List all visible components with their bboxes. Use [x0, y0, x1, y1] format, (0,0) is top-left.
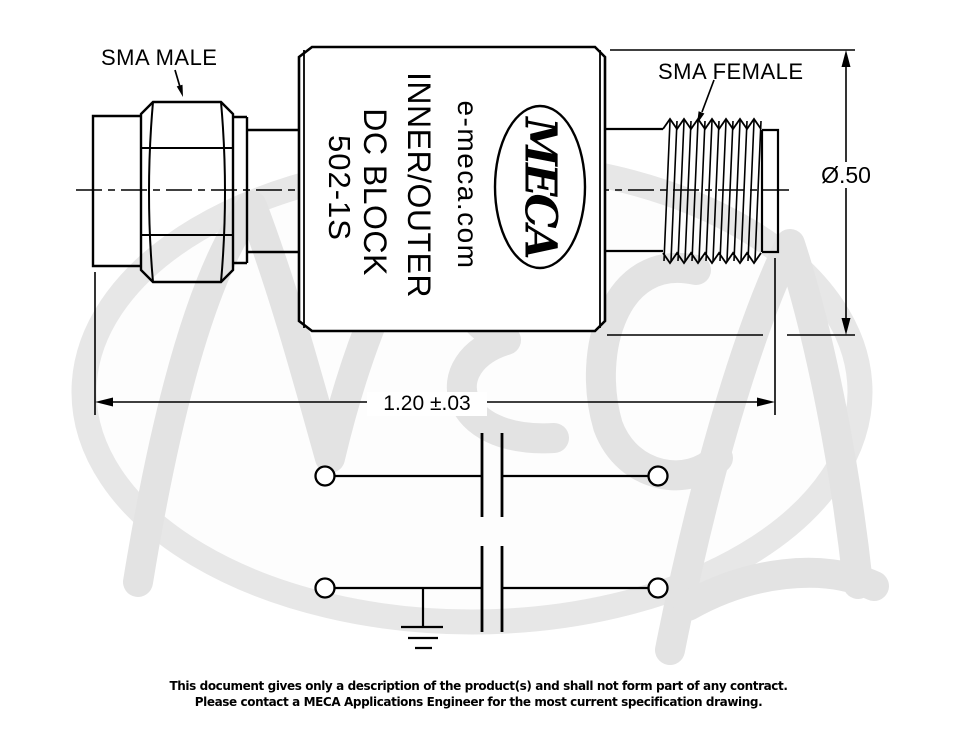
dc-block-schematic	[314, 433, 669, 650]
disclaimer-line1: This document gives only a description o…	[169, 679, 788, 693]
disclaimer: This document gives only a description o…	[0, 678, 957, 710]
diameter-dimension: Ø.50	[806, 162, 886, 188]
terminal-bottom-left	[314, 577, 336, 599]
marking-model-number: 502-1S	[322, 135, 357, 241]
marking-website: e-meca.com	[452, 100, 483, 270]
length-dimension: 1.20 ±.03	[367, 392, 487, 416]
terminal-top-left	[314, 465, 336, 487]
meca-logo-oval	[493, 104, 587, 270]
thread-hatching	[663, 120, 762, 262]
dimension-lines	[94, 49, 855, 415]
sma-female-label: SMA FEMALE	[658, 59, 804, 84]
terminal-bottom-right	[647, 577, 669, 599]
sma-male-connector	[91, 100, 299, 284]
terminal-top-right	[647, 465, 669, 487]
capacitor-outer	[480, 546, 504, 632]
ground-symbol	[401, 588, 443, 650]
sma-female-connector	[605, 117, 780, 265]
meca-logo: MECA	[493, 104, 587, 270]
capacitor-inner	[480, 433, 504, 517]
marking-dc-block: DC BLOCK	[357, 108, 393, 276]
meca-logo-text: MECA	[515, 115, 566, 258]
marking-inner-outer: INNER/OUTER	[401, 72, 437, 298]
label-leaders	[174, 69, 715, 124]
sma-male-label: SMA MALE	[101, 45, 218, 70]
disclaimer-line2: Please contact a MECA Applications Engin…	[194, 695, 763, 709]
